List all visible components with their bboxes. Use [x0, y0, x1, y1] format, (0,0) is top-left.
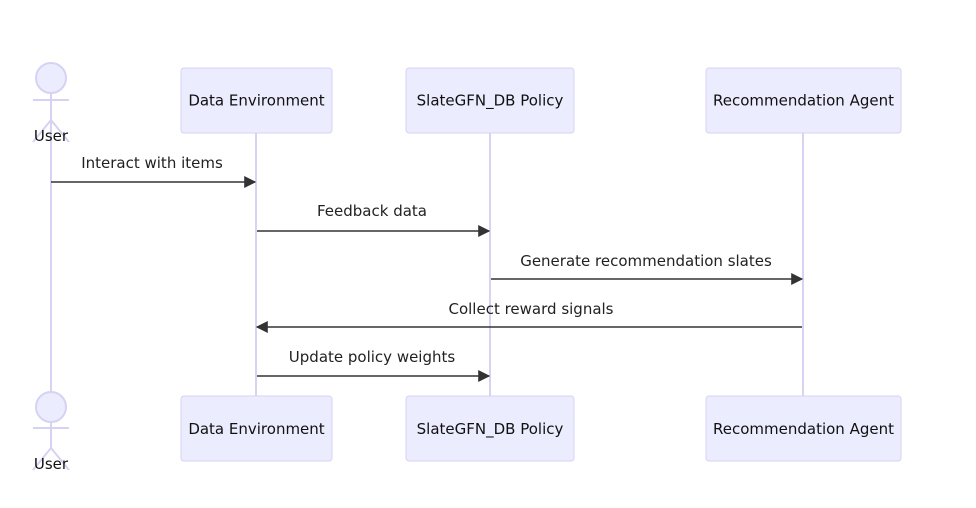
user-actor-label: User: [34, 127, 69, 145]
participant-label: Recommendation Agent: [713, 420, 894, 438]
participant-data-environment-top: Data Environment: [180, 67, 333, 134]
message-4: Collect reward signals: [255, 300, 802, 333]
participant-recommendation-agent-bottom: Recommendation Agent: [705, 395, 902, 462]
message-label: Interact with items: [81, 154, 223, 172]
participant-label: Data Environment: [188, 420, 324, 438]
participant-data-environment-bottom: Data Environment: [180, 395, 333, 462]
message-2: Feedback data: [257, 202, 491, 237]
message-label: Collect reward signals: [448, 300, 613, 318]
stick-figure-icon: [32, 62, 70, 143]
user-actor-top: User: [32, 62, 70, 145]
user-actor-label: User: [34, 455, 69, 473]
message-3: Generate recommendation slates: [491, 252, 804, 285]
participant-slategfn-policy-top: SlateGFN_DB Policy: [405, 67, 575, 134]
message-1: Interact with items: [51, 154, 257, 188]
stick-figure-icon: [32, 391, 70, 471]
participant-label: Data Environment: [188, 92, 324, 110]
user-actor-bottom: User: [32, 391, 70, 473]
participant-label: Recommendation Agent: [713, 92, 894, 110]
message-label: Update policy weights: [289, 348, 456, 366]
participant-label: SlateGFN_DB Policy: [417, 420, 564, 439]
message-5: Update policy weights: [257, 348, 491, 382]
participant-slategfn-policy-bottom: SlateGFN_DB Policy: [405, 395, 575, 462]
message-label: Feedback data: [317, 202, 427, 220]
participant-label: SlateGFN_DB Policy: [417, 92, 564, 111]
message-label: Generate recommendation slates: [520, 252, 772, 270]
participant-recommendation-agent-top: Recommendation Agent: [705, 67, 902, 134]
